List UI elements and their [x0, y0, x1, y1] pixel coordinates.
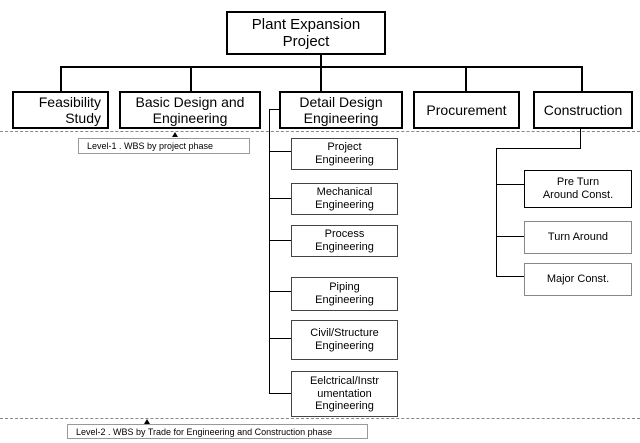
connector-procurement: [465, 66, 467, 91]
node-basic-design[interactable]: Basic Design and Engineering: [119, 91, 261, 129]
connector-detail-design: [320, 66, 322, 91]
con-branch-1: [496, 184, 524, 185]
level2-note-pointer: [144, 419, 150, 424]
level1-separator: [0, 131, 640, 132]
engineering-spine: [269, 109, 270, 394]
eng-branch-1: [269, 151, 291, 152]
node-turn-around[interactable]: Turn Around: [524, 221, 632, 254]
node-project-engineering[interactable]: Project Engineering: [291, 138, 398, 170]
eng-branch-5: [269, 338, 291, 339]
node-pre-turn-around[interactable]: Pre Turn Around Const.: [524, 170, 632, 208]
con-branch-3: [496, 276, 524, 277]
node-electrical-instrumentation-engineering[interactable]: Eelctrical/Instr umentation Engineering: [291, 371, 398, 417]
node-construction[interactable]: Construction: [533, 91, 633, 129]
eng-branch-2: [269, 198, 291, 199]
engineering-spine-top: [269, 109, 279, 110]
node-major-const[interactable]: Major Const.: [524, 263, 632, 296]
con-branch-2: [496, 236, 524, 237]
node-feasibility[interactable]: Feasibility Study: [12, 91, 109, 129]
construction-bus: [496, 148, 581, 149]
eng-branch-4: [269, 291, 291, 292]
level2-separator: [0, 418, 640, 419]
node-detail-design[interactable]: Detail Design Engineering: [279, 91, 403, 129]
node-civil-structure-engineering[interactable]: Civil/Structure Engineering: [291, 320, 398, 360]
node-root[interactable]: Plant Expansion Project: [226, 11, 386, 55]
root-connector: [320, 54, 322, 67]
construction-spine: [496, 148, 497, 276]
node-process-engineering[interactable]: Process Engineering: [291, 225, 398, 257]
eng-branch-3: [269, 240, 291, 241]
level1-note-pointer: [172, 132, 178, 137]
eng-branch-6: [269, 393, 291, 394]
node-mechanical-engineering[interactable]: Mechanical Engineering: [291, 183, 398, 215]
level1-note: Level-1 . WBS by project phase: [78, 138, 250, 154]
node-piping-engineering[interactable]: Piping Engineering: [291, 277, 398, 311]
connector-feasibility: [60, 66, 62, 91]
level2-note: Level-2 . WBS by Trade for Engineering a…: [67, 424, 368, 439]
connector-construction: [581, 66, 583, 91]
node-procurement[interactable]: Procurement: [413, 91, 520, 129]
connector-basic-design: [190, 66, 192, 91]
construction-drop: [580, 128, 581, 148]
